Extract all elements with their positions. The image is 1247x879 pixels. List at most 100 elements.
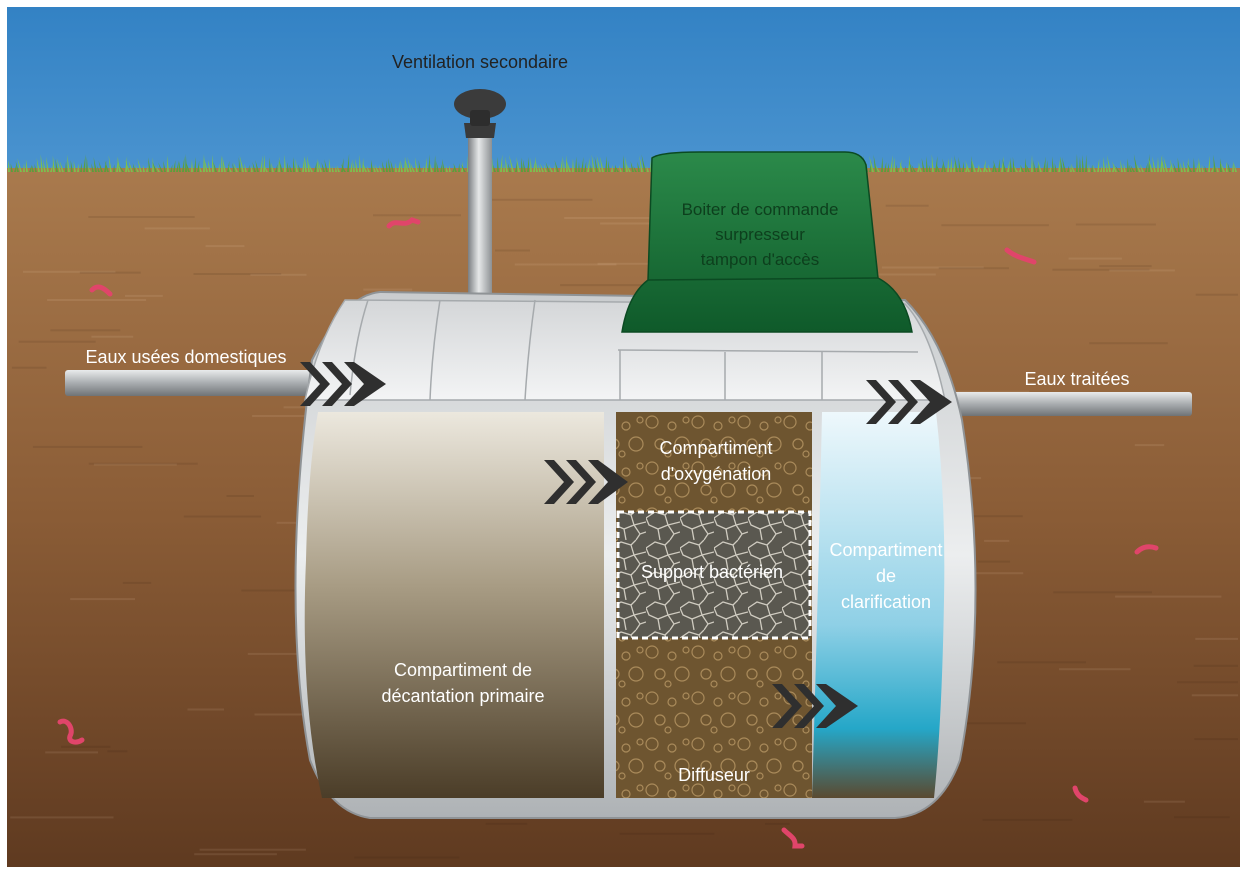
soil-streak: [1143, 800, 1185, 803]
grass-blade: [66, 154, 70, 172]
worm-5: [57, 718, 85, 745]
grass-blade: [875, 164, 880, 172]
grass-blade: [1091, 164, 1093, 172]
grass-blade: [1107, 155, 1111, 172]
grass-blade: [91, 163, 94, 172]
soil-streak: [91, 335, 134, 338]
grass-blade: [611, 164, 613, 172]
soil-streak: [50, 329, 121, 332]
grass-blade: [1002, 158, 1006, 172]
grass-blade: [646, 165, 649, 172]
grass-blade: [362, 163, 367, 172]
grass-blade: [936, 164, 940, 172]
grass-blade: [869, 155, 874, 172]
soil-streak: [183, 515, 262, 518]
grass-blade: [167, 155, 169, 172]
grass-blade: [615, 165, 619, 172]
grass-blade: [298, 164, 301, 172]
grass-blade: [317, 158, 319, 172]
grass-blade: [218, 163, 220, 172]
grass-blade: [928, 164, 931, 172]
grass-blade: [289, 164, 292, 172]
grass-blade: [608, 160, 610, 172]
grass-blade: [445, 164, 448, 172]
grass-blade: [1169, 159, 1174, 172]
grass-blade: [293, 157, 295, 172]
control-box: [621, 151, 913, 333]
grass-blade: [128, 160, 133, 172]
grass-blade: [347, 154, 350, 172]
grass-blade: [535, 160, 538, 172]
worm-1: [386, 217, 421, 229]
grass-blade: [163, 160, 166, 172]
grass-blade: [965, 164, 968, 172]
soil-streak: [1075, 223, 1156, 226]
grass-blade: [194, 156, 196, 172]
arrow-to-oxygenation: [544, 460, 628, 504]
grass-blade: [637, 161, 640, 172]
label-clarification-line-2: de: [876, 566, 896, 586]
grass-blade: [950, 156, 952, 172]
soil-streak: [250, 273, 307, 276]
ventilation-pipe: [468, 125, 492, 305]
worm-4: [1134, 544, 1159, 555]
grass-blade: [530, 157, 532, 172]
grass-blade: [449, 164, 451, 172]
soil-streak: [283, 406, 315, 409]
grass-blade: [1062, 157, 1066, 172]
grass-blade: [314, 161, 317, 172]
grass-blade: [155, 165, 160, 172]
soil-streak: [79, 271, 141, 274]
grass-blade: [40, 154, 43, 172]
grass-blade: [884, 161, 887, 172]
grass-blade: [560, 155, 563, 172]
soil-streak: [125, 294, 163, 297]
grass-blade: [429, 163, 433, 172]
grass-blade: [212, 154, 214, 172]
soil-streak: [936, 722, 1026, 725]
grass-blade: [1112, 161, 1117, 172]
grass-blade: [263, 154, 265, 172]
grass-blade: [25, 159, 28, 172]
grass-blade: [1019, 165, 1022, 172]
soil-streak: [11, 366, 47, 369]
grass-blade: [191, 159, 193, 172]
grass-blade: [572, 158, 574, 172]
grass-blade: [1129, 164, 1132, 172]
grass-blade: [575, 156, 577, 172]
grass-blade: [626, 164, 631, 172]
label-oxygenation-line-2: d'oxygénation: [661, 464, 772, 484]
grass-blade: [46, 156, 49, 172]
grass-blade: [630, 161, 634, 172]
soil-streak: [45, 751, 98, 754]
grass-blade: [232, 162, 235, 172]
soil-streak: [984, 539, 1010, 542]
grass-blade: [566, 155, 568, 172]
grass-blade: [543, 163, 547, 172]
grass-blade: [452, 165, 455, 172]
grass-blade: [158, 162, 163, 172]
grass-blade: [1007, 160, 1010, 172]
grass-blade: [137, 158, 142, 172]
grass-blade: [87, 165, 91, 172]
grass-blade: [17, 158, 22, 172]
soil-streak: [199, 848, 306, 851]
grass-blade: [1013, 165, 1018, 172]
grass-blade: [1070, 163, 1075, 172]
grass-blade: [941, 162, 944, 172]
grass-blade: [264, 164, 268, 172]
soil-streak: [1193, 664, 1238, 667]
grass-blade: [1085, 154, 1087, 172]
soil-streak: [1177, 681, 1238, 684]
grass-blade: [614, 164, 616, 172]
grass-blade: [284, 154, 286, 172]
grass-blade: [176, 160, 179, 172]
soil-streak: [997, 661, 1086, 664]
soil-streak: [226, 495, 254, 497]
soil-streak: [47, 299, 147, 301]
grass-blade: [873, 154, 877, 172]
grass-blade: [453, 163, 457, 172]
grass-blade: [113, 164, 115, 172]
grass-blade: [554, 159, 559, 172]
soil-streak: [1059, 668, 1131, 671]
